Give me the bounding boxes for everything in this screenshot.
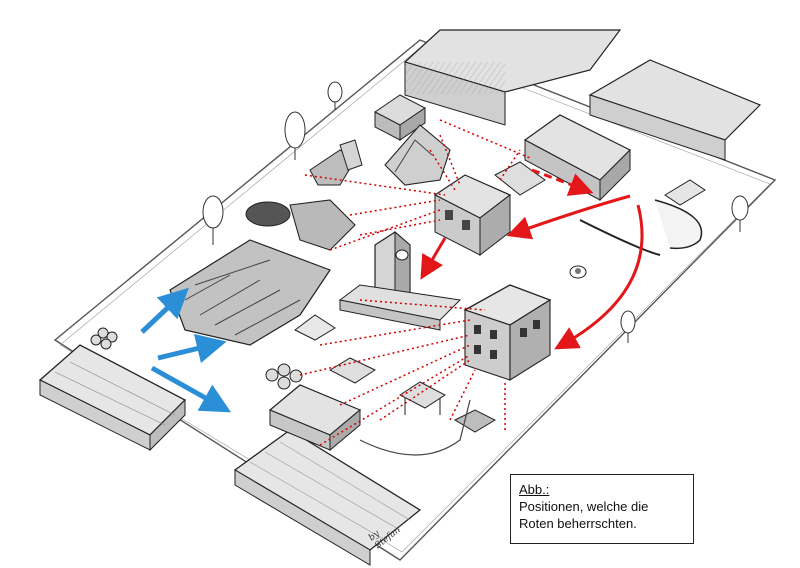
caption-line-2: Roten beherrschten.	[519, 516, 637, 531]
rubble-field	[169, 199, 356, 346]
garage	[268, 384, 362, 452]
hut-upper-left	[374, 94, 426, 141]
tree-icon	[202, 195, 224, 245]
arc-wall	[579, 199, 703, 256]
building-main	[463, 284, 552, 381]
tree-icon	[620, 310, 636, 343]
tree-icon	[284, 111, 306, 160]
tank-icon	[453, 409, 497, 433]
road-curve	[359, 399, 471, 456]
small-tent	[294, 314, 336, 341]
barrel-pile-icon	[265, 363, 303, 390]
long-shed-top	[403, 29, 622, 126]
shed-bottom-left	[38, 344, 187, 452]
tree-icon	[731, 195, 749, 232]
sight-lines	[299, 119, 531, 446]
truck-icon	[664, 179, 706, 206]
caption-heading: Abb.:	[519, 482, 550, 497]
ruined-building-icon	[384, 124, 451, 186]
long-shed-right	[588, 59, 762, 161]
barrel-pile-icon	[90, 327, 118, 350]
pavilion-b	[328, 357, 377, 384]
tree-icon	[327, 81, 343, 110]
pavilion-a	[399, 381, 446, 415]
caption-line-1: Positionen, welche die	[519, 499, 649, 514]
blue-arrows	[140, 287, 232, 413]
shed-bottom	[233, 429, 422, 566]
wreck-small	[309, 139, 363, 186]
figure-caption: Abb.: Positionen, welche die Roten beher…	[510, 474, 694, 544]
building-central	[433, 161, 546, 257]
red-arrows	[420, 168, 644, 350]
crater	[569, 265, 587, 279]
